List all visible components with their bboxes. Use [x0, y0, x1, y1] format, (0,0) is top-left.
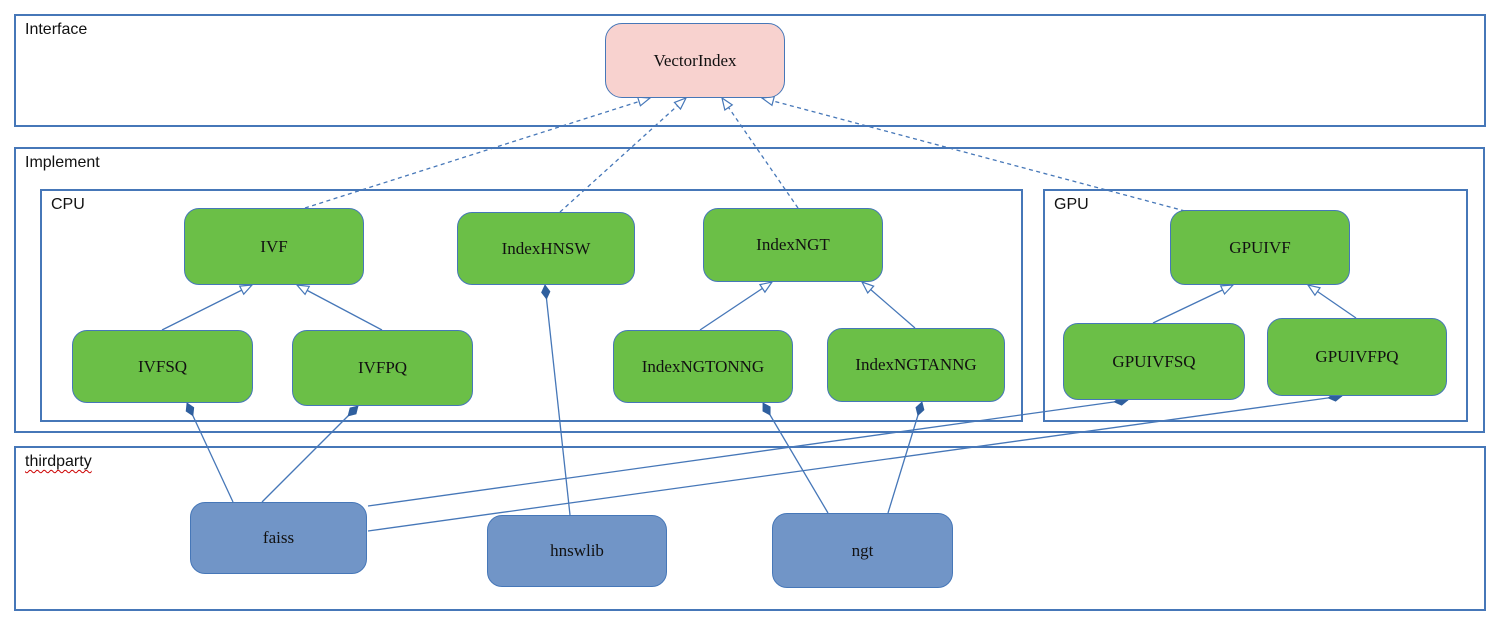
node-ngt: ngt: [772, 513, 953, 588]
node-label-IndexHNSW: IndexHNSW: [501, 238, 591, 258]
node-label-IndexNGTANNG: IndexNGTANNG: [855, 355, 977, 374]
node-label-VectorIndex: VectorIndex: [653, 50, 737, 70]
node-faiss: faiss: [190, 502, 367, 574]
node-label-IVFPQ: IVFPQ: [357, 358, 408, 377]
node-IVF: IVF: [184, 208, 364, 285]
node-label-IndexNGTONNG: IndexNGTONNG: [641, 356, 765, 376]
node-IndexNGT: IndexNGT: [703, 208, 883, 282]
node-GPUIVFSQ: GPUIVFSQ: [1063, 323, 1245, 400]
node-label-IVF: IVF: [260, 236, 288, 256]
node-IVFPQ: IVFPQ: [292, 330, 473, 406]
node-label-GPUIVFPQ: GPUIVFPQ: [1315, 347, 1399, 366]
node-VectorIndex: VectorIndex: [605, 23, 785, 98]
node-GPUIVF: GPUIVF: [1170, 210, 1350, 285]
node-label-faiss: faiss: [262, 528, 295, 547]
node-label-IndexNGT: IndexNGT: [756, 235, 830, 254]
container-label-thirdparty: thirdparty: [25, 453, 92, 470]
node-IndexNGTONNG: IndexNGTONNG: [613, 330, 793, 403]
node-IVFSQ: IVFSQ: [72, 330, 253, 403]
node-IndexHNSW: IndexHNSW: [457, 212, 635, 285]
node-label-GPUIVFSQ: GPUIVFSQ: [1112, 351, 1196, 371]
container-label-interface: Interface: [25, 21, 88, 38]
node-GPUIVFPQ: GPUIVFPQ: [1267, 318, 1447, 396]
node-hnswlib: hnswlib: [487, 515, 667, 587]
container-label-implement: Implement: [25, 154, 100, 171]
node-label-GPUIVF: GPUIVF: [1229, 237, 1291, 257]
node-IndexNGTANNG: IndexNGTANNG: [827, 328, 1005, 402]
node-label-hnswlib: hnswlib: [550, 541, 604, 560]
node-label-ngt: ngt: [851, 540, 874, 560]
node-label-IVFSQ: IVFSQ: [137, 356, 188, 376]
container-label-cpu: CPU: [51, 196, 85, 213]
